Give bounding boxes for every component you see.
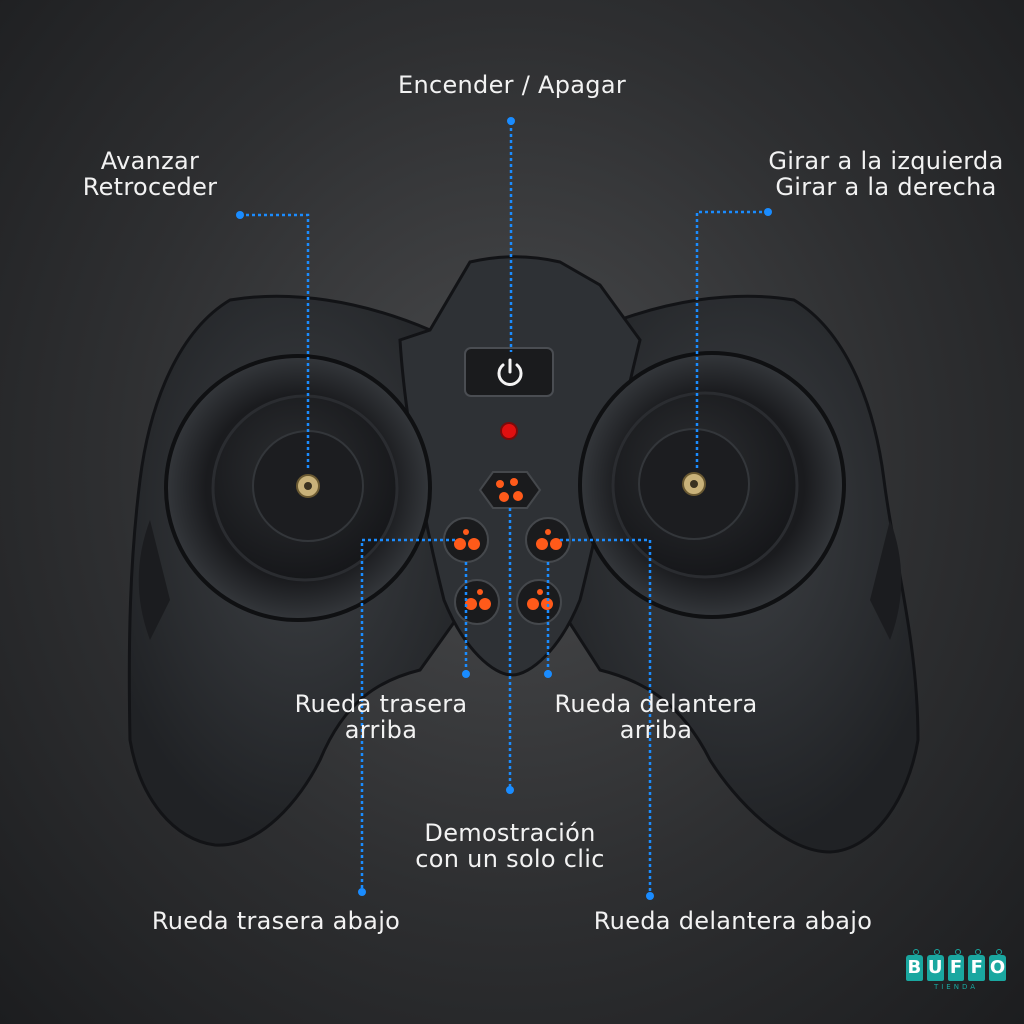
buffo-logo: B U F F O TIENDA bbox=[906, 949, 1006, 1005]
demo-icon bbox=[496, 478, 523, 502]
callout-dots bbox=[236, 117, 772, 900]
label-front-up: Rueda delantera arriba bbox=[554, 690, 758, 744]
label-front-down: Rueda delantera abajo bbox=[593, 907, 873, 935]
front-up-button[interactable] bbox=[525, 517, 571, 563]
label-turn: Girar a la izquierda Girar a la derecha bbox=[768, 147, 1004, 201]
left-joystick[interactable] bbox=[164, 354, 432, 622]
callout-turn bbox=[695, 210, 768, 470]
logo-letter: O bbox=[989, 949, 1006, 981]
rear-up-button[interactable] bbox=[443, 517, 489, 563]
rear-down-button[interactable] bbox=[454, 579, 500, 625]
logo-subtitle: TIENDA bbox=[933, 983, 979, 991]
logo-letter: U bbox=[926, 949, 944, 981]
callout-front-down bbox=[560, 538, 652, 896]
callout-forward bbox=[240, 213, 310, 470]
wheel-down-icon bbox=[465, 589, 491, 610]
label-rear-up: Rueda trasera arriba bbox=[294, 690, 468, 744]
callout-lines bbox=[240, 122, 768, 896]
label-demo: Demostración con un solo clic bbox=[415, 819, 605, 873]
demo-button[interactable] bbox=[478, 471, 542, 509]
power-icon bbox=[497, 358, 523, 386]
callout-rear-down bbox=[360, 538, 455, 892]
logo-letter: F bbox=[947, 949, 965, 981]
status-led bbox=[500, 422, 518, 440]
front-down-button[interactable] bbox=[516, 579, 562, 625]
wheel-up-icon bbox=[536, 529, 562, 550]
right-joystick[interactable] bbox=[578, 351, 846, 619]
label-rear-down: Rueda trasera abajo bbox=[151, 907, 401, 935]
label-forward-back: Avanzar Retroceder bbox=[82, 147, 218, 201]
logo-letter: F bbox=[968, 949, 986, 981]
logo-letter: B bbox=[906, 949, 923, 981]
label-power: Encender / Apagar bbox=[397, 71, 627, 99]
wheel-up-icon bbox=[454, 529, 480, 550]
power-button[interactable] bbox=[464, 347, 554, 397]
